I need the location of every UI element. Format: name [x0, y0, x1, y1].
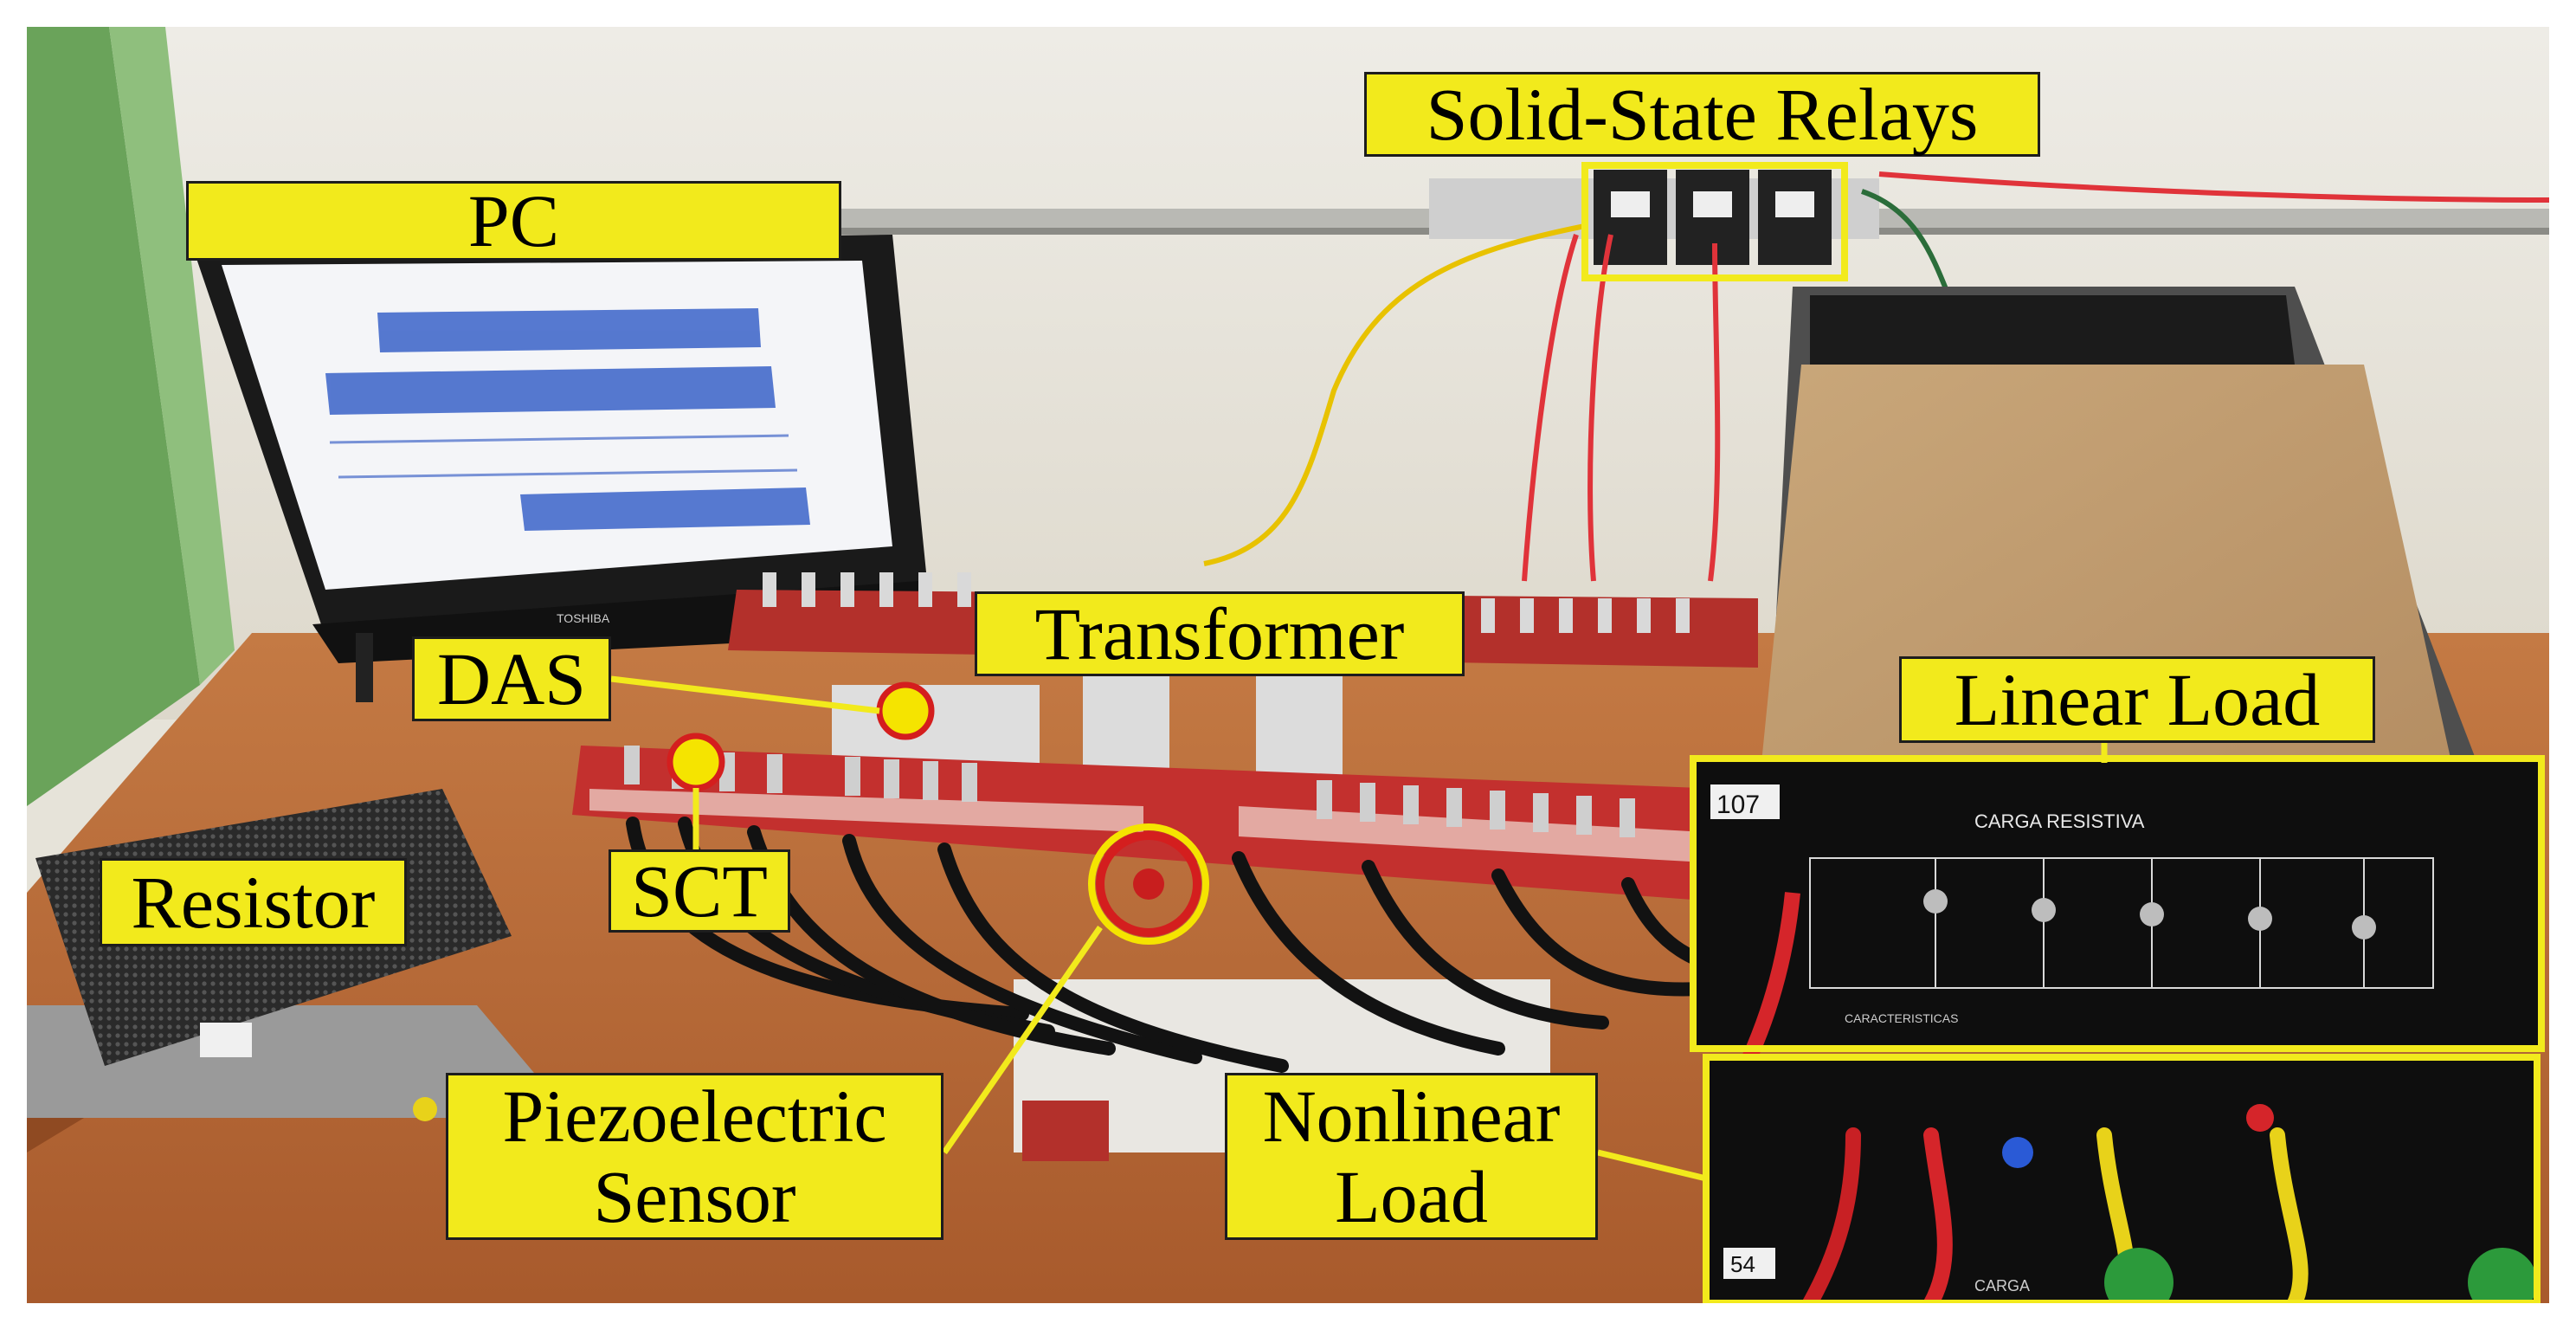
sct-marker [667, 733, 725, 791]
piezo-label-line2: Sensor [593, 1154, 796, 1238]
nonlinear-label-line1: Nonlinear [1262, 1074, 1561, 1158]
transformer-label: Transformer [975, 591, 1465, 676]
piezo-marker [1088, 823, 1209, 945]
green-wall [27, 27, 200, 806]
experimental-setup-photo: TOSHIBA [27, 27, 2549, 1303]
linear-load-label: Linear Load [1899, 656, 2375, 743]
piezo-leader [942, 926, 1103, 1154]
nonlinear-load-label: Nonlinear Load [1225, 1073, 1598, 1240]
linear-panel-number: 107 [1716, 791, 1760, 819]
solid-state-relays-label: Solid-State Relays [1364, 72, 2040, 157]
monitor: TOSHIBA [191, 235, 936, 702]
nonlinear-load-panel: 54 CARGA [1706, 1057, 2537, 1303]
nonlinear-load-frame [1703, 1054, 2541, 1303]
linear-panel-footer: CARACTERISTICAS [1845, 1011, 1958, 1025]
relay-highlight-frame [1581, 162, 1848, 281]
piezo-label-line1: Piezoelectric [502, 1074, 887, 1158]
pc-label: PC [186, 181, 841, 261]
monitor-brand: TOSHIBA [557, 611, 610, 625]
relay-board [1429, 170, 1879, 265]
nonlinear-panel-number: 54 [1730, 1251, 1755, 1277]
resistor-label: Resistor [100, 858, 407, 946]
sct-label: SCT [609, 849, 790, 933]
nonlinear-label-line2: Load [1335, 1154, 1488, 1238]
das-label: DAS [412, 636, 611, 721]
nonlinear-panel-footer: CARGA [1974, 1277, 2030, 1294]
das-leader [610, 675, 880, 714]
das-marker [876, 681, 935, 740]
lower-busbar [572, 746, 1723, 901]
linear-load-frame [1690, 755, 2545, 1052]
piezoelectric-sensor-label: Piezoelectric Sensor [446, 1073, 943, 1240]
linear-panel-title: CARGA RESISTIVA [1974, 810, 2145, 832]
nonlinear-leader [1597, 1149, 1707, 1182]
